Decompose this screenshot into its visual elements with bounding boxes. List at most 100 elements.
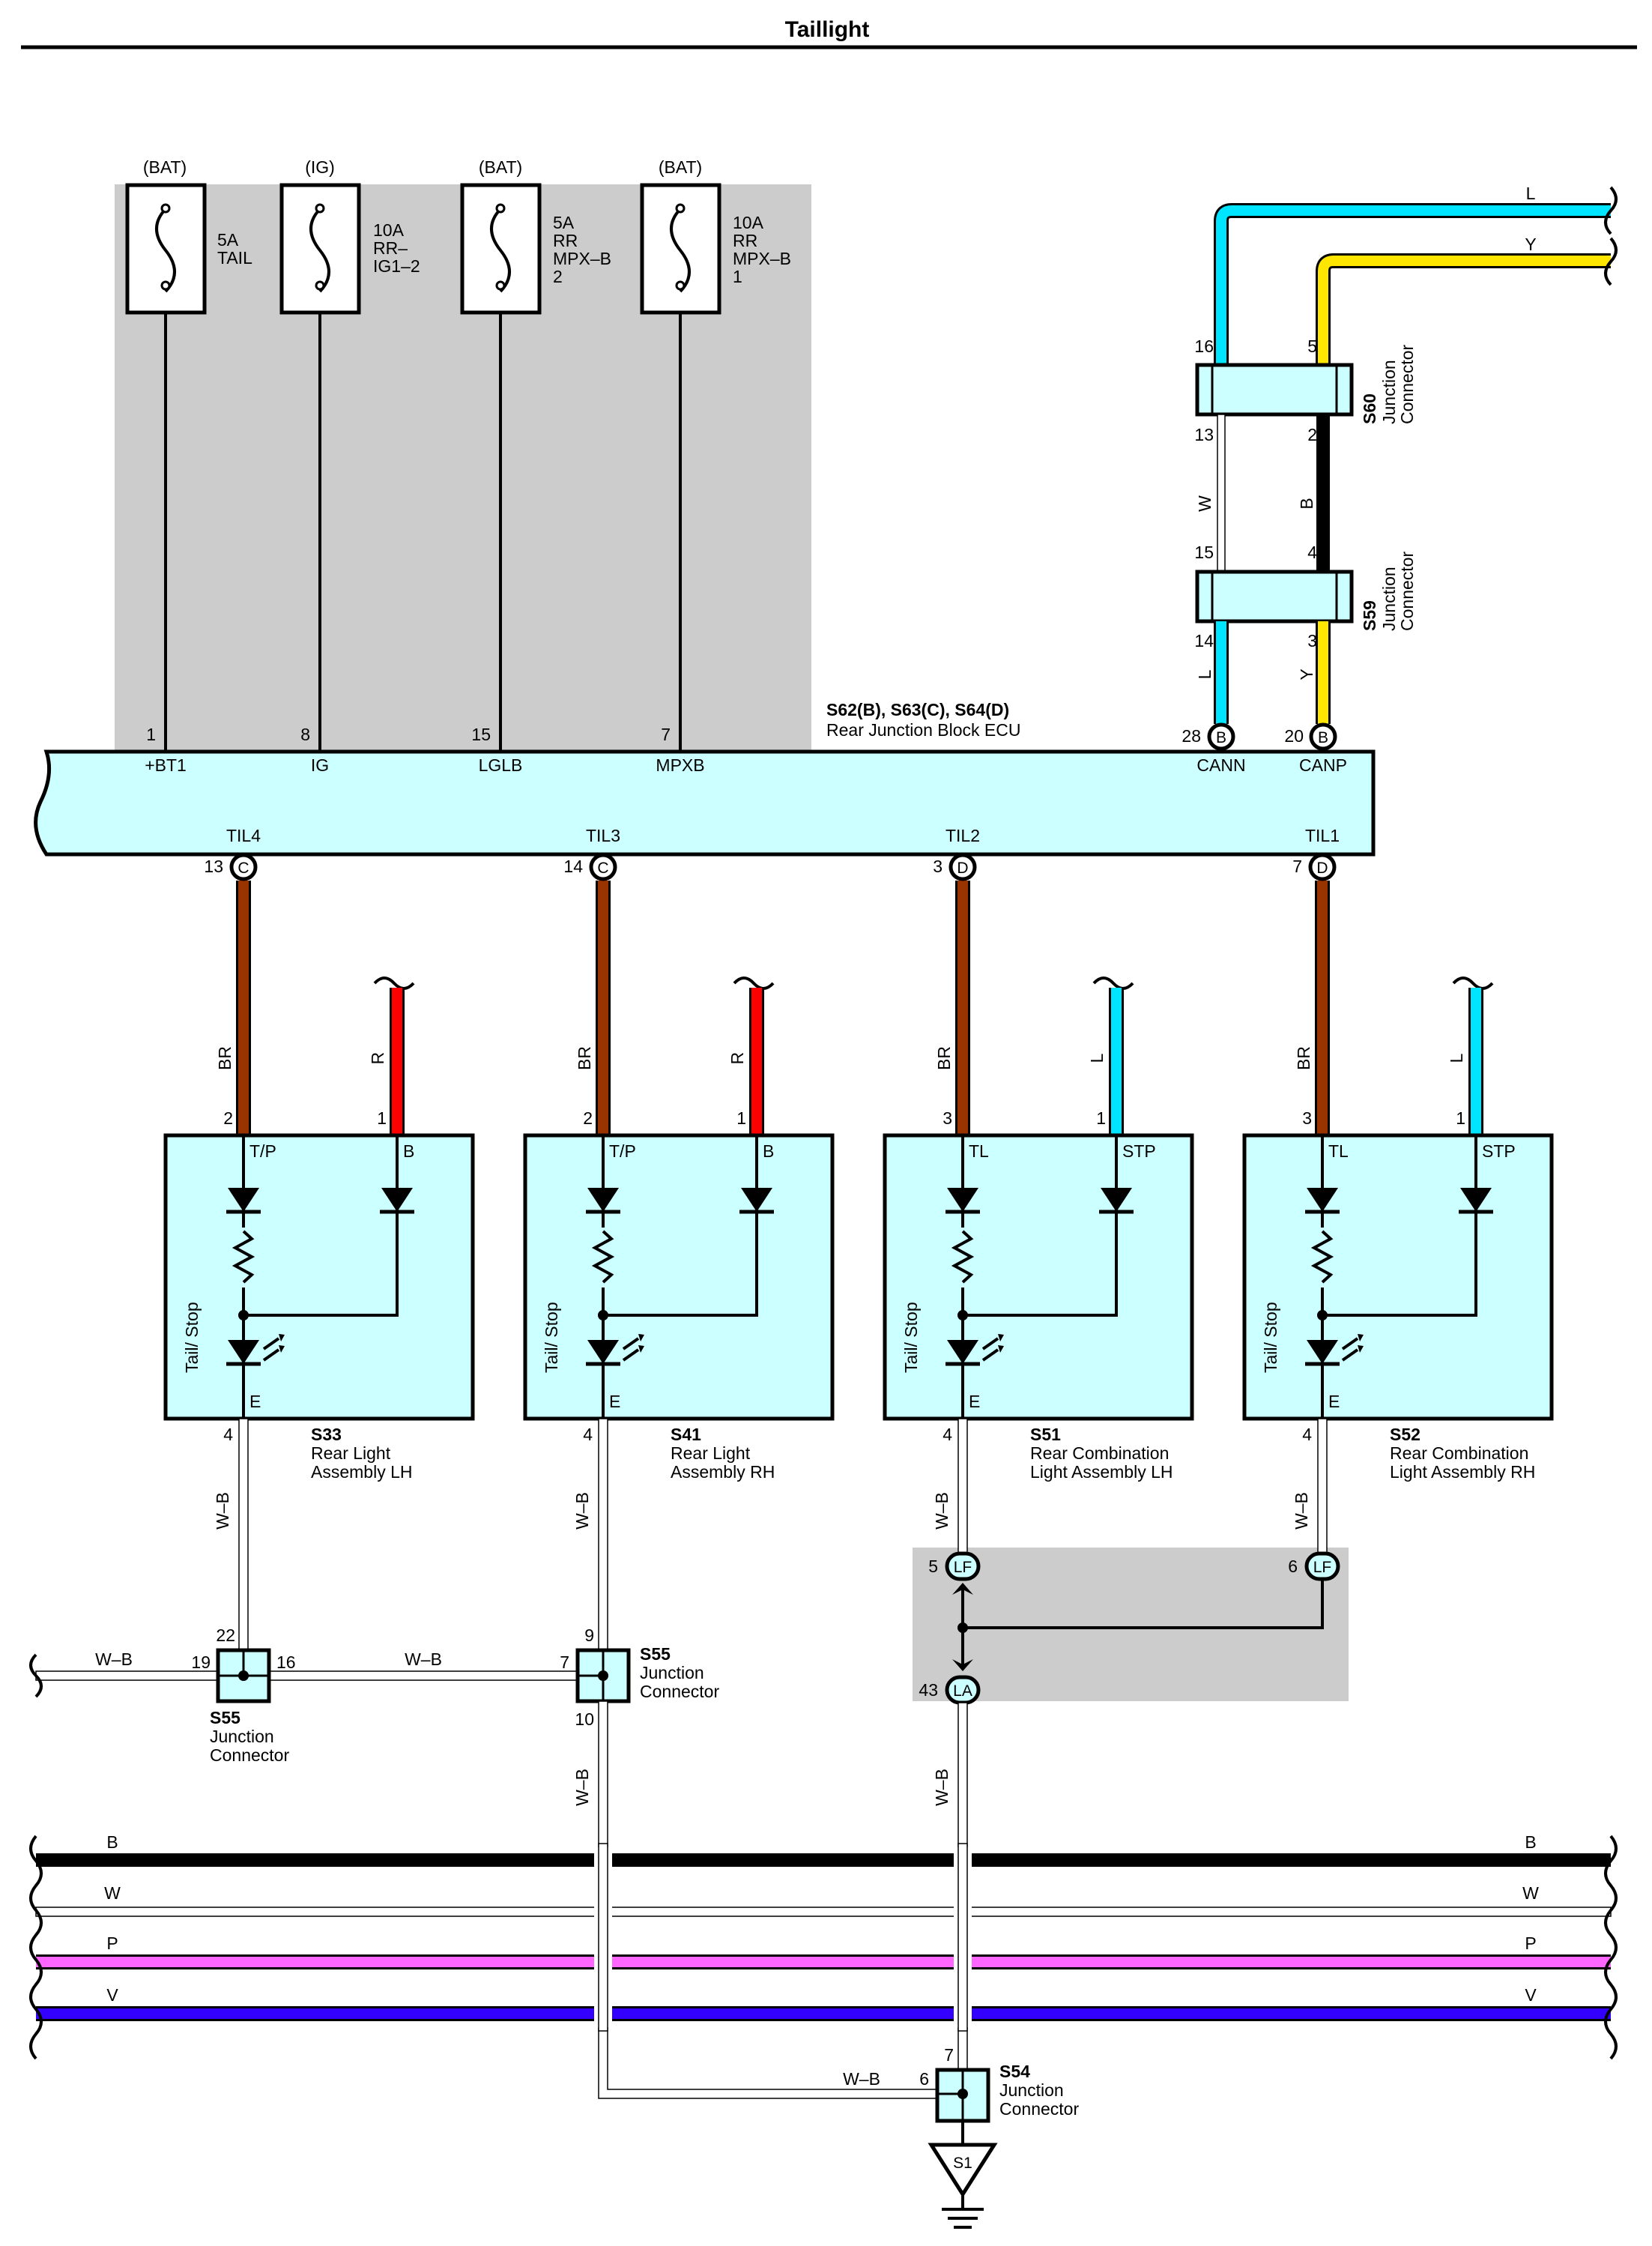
lamp-1-code: S33 xyxy=(311,1425,342,1444)
lamp-2-pin-aux: 1 xyxy=(736,1108,746,1128)
rear-junction-block-ecu: S62(B), S63(C), S64(D) Rear Junction Blo… xyxy=(34,700,1376,857)
s59-pin-4: 4 xyxy=(1307,543,1317,562)
lamp-3-term-in: TL xyxy=(969,1141,989,1161)
fuse-4-rating: 10A xyxy=(733,213,764,232)
s55a-pin-19: 19 xyxy=(191,1652,211,1672)
s59-pin-14: 14 xyxy=(1194,631,1214,650)
fuse-2-rating: 10A xyxy=(373,220,405,240)
ecu-terminal-ig: IG xyxy=(311,755,329,775)
s54-name-1: Junction xyxy=(999,2080,1064,2100)
lamp-2-term-in: T/P xyxy=(609,1141,636,1161)
can-wiring: L Y 16 5 13 2 S60 Junction Connector W B… xyxy=(1194,184,1618,724)
s55a-pin-16: 16 xyxy=(276,1652,296,1672)
fuse-4-pin: 7 xyxy=(661,725,671,744)
lamp-4-pin-in: 3 xyxy=(1302,1108,1312,1128)
lamp-3-term-e: E xyxy=(969,1392,980,1411)
bus-p-left: P xyxy=(106,1933,118,1953)
ecu-conn-b-1: B xyxy=(1216,729,1226,746)
s60-pin-16: 16 xyxy=(1194,336,1214,356)
ecu-terminal-lglb: LGLB xyxy=(479,755,523,775)
bus-v-left: V xyxy=(106,1985,118,2005)
lamp-1-wire-e: W–B xyxy=(213,1492,232,1530)
bus-p-right: P xyxy=(1525,1933,1536,1953)
s60-name-2: Connector xyxy=(1397,345,1417,424)
s54-pin-7: 7 xyxy=(944,2045,954,2065)
lf-left-pin: 5 xyxy=(928,1557,938,1576)
lamp-2-bulb: Tail/ Stop xyxy=(542,1302,561,1373)
lamp-2-wire-in: BR xyxy=(575,1046,594,1070)
s54-name-2: Connector xyxy=(999,2099,1079,2119)
lamp-3-wire-in: BR xyxy=(934,1046,954,1070)
til1-conn: D xyxy=(1316,860,1328,877)
fuse-3-rating: 5A xyxy=(553,213,575,232)
fuse-2-supply: (IG) xyxy=(305,157,335,177)
ecu-terminal-bt1: +BT1 xyxy=(145,755,187,775)
til2-pin: 3 xyxy=(933,857,943,876)
lamp-1-term-e: E xyxy=(249,1392,261,1411)
s55b-pin-7: 7 xyxy=(560,1652,569,1672)
la-pin: 43 xyxy=(919,1680,938,1700)
lamp-1-pin-e: 4 xyxy=(223,1425,233,1444)
s55a-name-1: Junction xyxy=(210,1727,274,1746)
lamp-3-pin-in: 3 xyxy=(943,1108,952,1128)
s60-pin-2: 2 xyxy=(1307,425,1317,444)
til4-pin: 13 xyxy=(204,857,223,876)
lamp-s41: T/P B Tail/ Stop E S41 Rear Light Assemb… xyxy=(523,1133,835,1482)
s59-name-1: Junction xyxy=(1379,567,1399,631)
lamp-2-wire-e: W–B xyxy=(572,1492,592,1530)
s55b-code: S55 xyxy=(640,1644,671,1664)
til2-conn: D xyxy=(957,860,968,877)
ecu-pin-20: 20 xyxy=(1284,726,1304,746)
ecu-terminal-canp: CANP xyxy=(1299,755,1347,775)
lamp-3-term-aux: STP xyxy=(1122,1141,1156,1161)
s55b-pin-9: 9 xyxy=(584,1625,594,1645)
fuse-1-supply: (BAT) xyxy=(143,157,187,177)
s59-name-2: Connector xyxy=(1397,552,1417,631)
lamp-1-name-2: Assembly LH xyxy=(311,1462,412,1482)
s55b-pin-10: 10 xyxy=(575,1709,594,1729)
lamp-1-wire-aux: R xyxy=(368,1052,387,1065)
lamp-3-pin-aux: 1 xyxy=(1096,1108,1106,1128)
lamp-4-term-e: E xyxy=(1328,1392,1340,1411)
ecu-terminal-til2: TIL2 xyxy=(945,826,980,845)
lamp-2-wire-aux: R xyxy=(727,1052,747,1065)
lamp-2-term-e: E xyxy=(609,1392,620,1411)
til3-pin: 14 xyxy=(563,857,583,876)
lamp-2-code: S41 xyxy=(671,1425,701,1444)
fuse-2: (IG) 10A RR– IG1–2 8 xyxy=(279,157,420,753)
ecu-conn-b-2: B xyxy=(1318,729,1328,746)
lamp-4-term-in: TL xyxy=(1328,1141,1349,1161)
fuse-1-name: TAIL xyxy=(217,248,252,268)
lamp-2-pin-in: 2 xyxy=(583,1108,593,1128)
lamp-4-pin-e: 4 xyxy=(1302,1425,1312,1444)
can-mid-b-label: B xyxy=(1297,498,1316,509)
lamp-4-name-1: Rear Combination xyxy=(1390,1443,1528,1463)
lamp-4-name-2: Light Assembly RH xyxy=(1390,1462,1535,1482)
lf-right-pin: 6 xyxy=(1288,1557,1298,1576)
lamp-4-code: S52 xyxy=(1390,1425,1420,1444)
lamp-s33: T/P B Tail/ Stop E S33 Rear Light Assemb… xyxy=(163,1133,475,1482)
lamp-1-pin-in: 2 xyxy=(223,1108,233,1128)
lamp-3-wire-aux: L xyxy=(1087,1053,1107,1063)
lamp-3-bulb: Tail/ Stop xyxy=(901,1302,921,1373)
lf-left: LF xyxy=(954,1559,972,1576)
s55b-name-1: Junction xyxy=(640,1663,704,1682)
bus-b-right: B xyxy=(1525,1832,1536,1852)
s55b-name-2: Connector xyxy=(640,1682,719,1701)
can-low-l-label: L xyxy=(1195,669,1214,679)
bus-lines: B B W W P P V V xyxy=(29,1832,1618,2060)
bus-crossings xyxy=(594,1843,972,2032)
lamp-4-term-aux: STP xyxy=(1482,1141,1516,1161)
ecu-terminal-cann: CANN xyxy=(1196,755,1245,775)
ground-wiring: W–B W–B W–B W–B W–B W–B 22 19 16 S55 Jun… xyxy=(29,1418,1349,2099)
s60-pin-13: 13 xyxy=(1194,425,1214,444)
fuse-1-pin: 1 xyxy=(146,725,156,744)
ecu-name: Rear Junction Block ECU xyxy=(826,720,1021,740)
fuse-4-supply: (BAT) xyxy=(659,157,702,177)
fuse-2-name-2: IG1–2 xyxy=(373,256,420,276)
ecu-code: S62(B), S63(C), S64(D) xyxy=(826,700,1009,719)
ecu-terminal-til1: TIL1 xyxy=(1305,826,1340,845)
s59-pin-15: 15 xyxy=(1194,543,1214,562)
la-connector: LA xyxy=(953,1682,972,1700)
